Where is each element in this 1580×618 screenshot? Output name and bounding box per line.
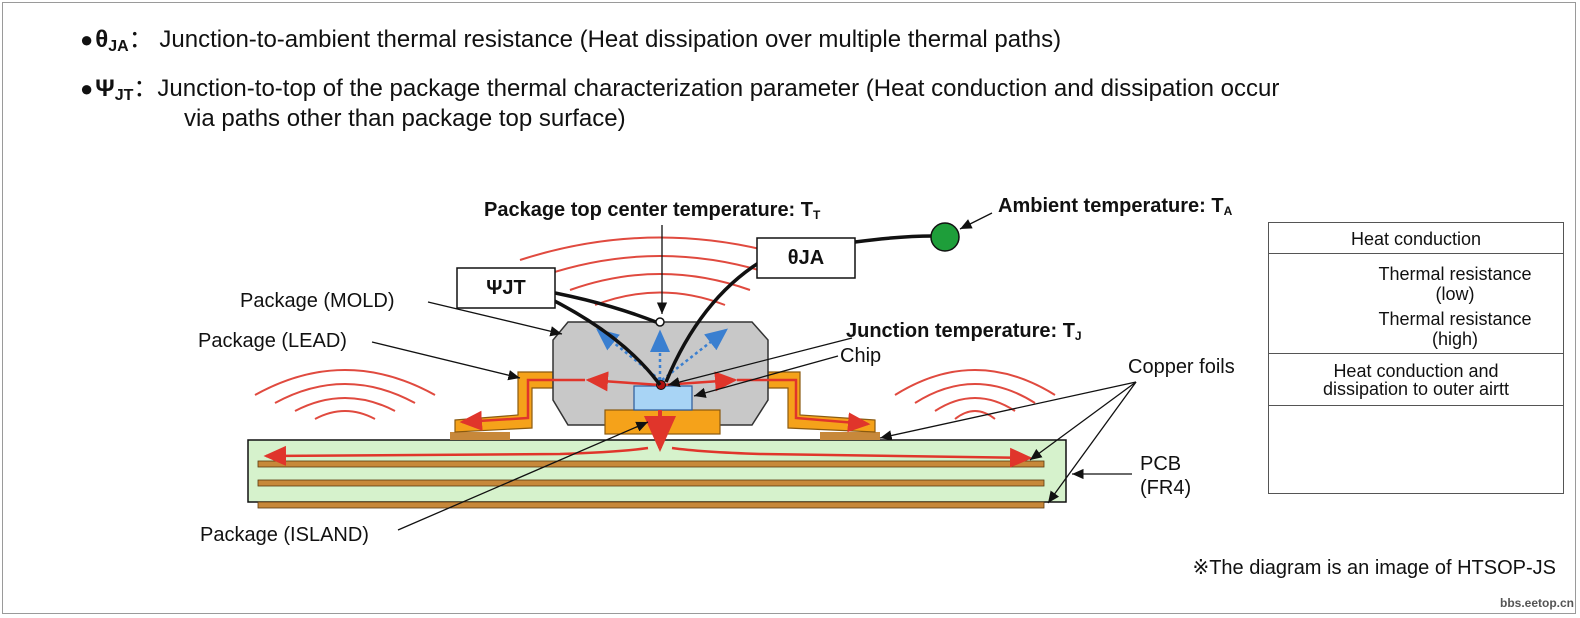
psi-subscript: JT: [114, 87, 134, 104]
bullet-icon: ●: [80, 76, 94, 101]
legend-divider-3: [1269, 405, 1563, 406]
package-top-center-label: Package top center temperature: TT: [484, 198, 820, 227]
legend-divider-2: [1269, 353, 1563, 354]
psi-jt-definition: ●ΨJT：Junction-to-top of the package ther…: [80, 74, 1279, 111]
copper-pad-left: [450, 432, 510, 440]
junction-sub: J: [1074, 329, 1082, 343]
psi-description: ：Junction-to-top of the package thermal …: [133, 75, 1280, 102]
chip-label: Chip: [840, 345, 882, 367]
pcb-material-label: (FR4): [1140, 477, 1192, 499]
bullet-icon: ●: [80, 27, 94, 52]
theta-symbol: θ: [95, 26, 109, 53]
theta-subscript: JA: [108, 38, 129, 55]
package-top-center-text: Package top center temperature: T: [484, 199, 813, 221]
theta-ja-definition: ●θJA： Junction-to-ambient thermal resist…: [80, 25, 1061, 62]
heat-dissipation-waves-right: [894, 369, 1056, 420]
copper-layer-1: [257, 460, 1045, 468]
copper-layer-3: [257, 501, 1045, 509]
heat-path-low-resistance: [263, 371, 1033, 468]
pointer-lines: [371, 212, 1137, 531]
footnote: ※The diagram is an image of HTSOP-JS: [1192, 557, 1556, 579]
psi-symbol: Ψ: [95, 75, 115, 102]
package-lead-label: Package (LEAD): [198, 330, 347, 352]
legend: Heat conduction Thermal resistance (low)…: [1268, 222, 1564, 494]
package-mold-label: Package (MOLD): [240, 290, 395, 312]
package-top-point: [655, 317, 665, 327]
ambient-temperature-label: Ambient temperature: TA: [998, 194, 1232, 223]
theta-ja-box-label: θJA: [787, 247, 825, 269]
chip: [633, 385, 693, 411]
package-island: [604, 409, 721, 435]
psi-jt-box-label: ΨJT: [486, 277, 526, 299]
copper-foils-label: Copper foils: [1128, 356, 1235, 378]
junction-temperature-label: Junction temperature: TJ: [846, 319, 1082, 348]
junction-text: Junction temperature: T: [846, 320, 1075, 342]
legend-high-label-1: Thermal resistance: [1378, 309, 1532, 329]
copper-pad-right: [820, 432, 880, 440]
copper-layer-2: [257, 479, 1045, 487]
package-island-label: Package (ISLAND): [200, 524, 369, 546]
legend-divider-1: [1269, 253, 1563, 254]
package-top-center-sub: T: [813, 208, 821, 222]
legend-dissipation-2: dissipation to outer airtt: [1322, 379, 1510, 399]
ambient-temperature-point: [930, 222, 960, 252]
theta-ja-box: [756, 237, 856, 279]
theta-description: ： Junction-to-ambient thermal resistance…: [128, 26, 1062, 53]
legend-high-label-2: (high): [1431, 329, 1479, 349]
pcb-board: [247, 439, 1067, 503]
psi-description-line2: via paths other than package top surface…: [184, 105, 626, 132]
heat-dissipation-waves-left: [254, 369, 436, 420]
legend-low-label-2: (low): [1435, 284, 1475, 304]
ambient-text: Ambient temperature: T: [998, 195, 1224, 217]
psi-jt-box: [456, 267, 556, 309]
legend-title: Heat conduction: [1350, 229, 1482, 249]
legend-dissipation-1: Heat conduction and: [1333, 361, 1499, 381]
legend-low-label-1: Thermal resistance: [1378, 264, 1532, 284]
watermark: bbs.eetop.cn: [1499, 596, 1574, 610]
ambient-sub: A: [1223, 204, 1233, 218]
pcb-label: PCB: [1140, 453, 1182, 475]
